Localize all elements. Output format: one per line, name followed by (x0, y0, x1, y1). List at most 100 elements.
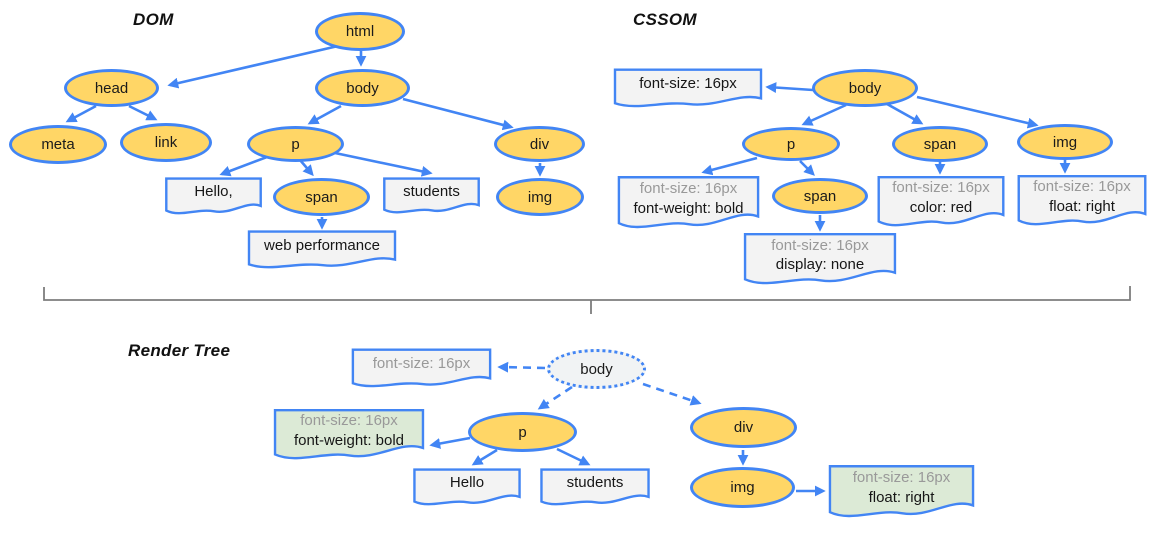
document-shape (743, 232, 897, 287)
note-line-1: font-size: 16px (771, 236, 869, 254)
cssom-node-span-child: span (772, 178, 868, 214)
note-line-1: web performance (264, 236, 380, 254)
node-label: div (529, 135, 550, 153)
note-line-2: font-weight: bold (293, 431, 405, 449)
note-text: students (540, 468, 650, 507)
node-label: img (1052, 133, 1078, 151)
node-label: img (730, 479, 755, 496)
node-label: p (291, 135, 300, 153)
cssom-node-span: span (892, 126, 988, 162)
cssom-node-img: img (1017, 124, 1113, 160)
node-label: link (154, 134, 178, 151)
note-line-2: display: none (775, 256, 865, 273)
node-label: span (923, 135, 957, 153)
node-label: body (346, 79, 379, 97)
note-text: font-size: 16px display: none (743, 232, 897, 287)
cssom-note-img-rule: font-size: 16px float: right (1017, 174, 1147, 228)
note-line-1: font-size: 16px (300, 412, 398, 429)
note-line-1: Hello, (194, 183, 233, 201)
render-note-body-rule: font-size: 16px (351, 348, 492, 389)
render-node-body: body (547, 349, 646, 389)
render-note-hello: Hello (413, 468, 521, 507)
dom-node-body: body (315, 69, 410, 107)
node-label: meta (41, 136, 75, 153)
document-shape (828, 464, 975, 520)
grouping-bracket (43, 286, 1131, 314)
cssom-note-body-rule: font-size: 16px (613, 68, 763, 109)
render-solid-edges (429, 436, 826, 497)
cssom-note-span-child-rule: font-size: 16px display: none (743, 232, 897, 287)
render-tree-title: Render Tree (128, 341, 231, 360)
node-label: span (803, 187, 837, 205)
note-text: font-size: 16px color: red (877, 175, 1005, 229)
node-label: body (580, 360, 613, 378)
note-line-1: font-size: 16px (892, 179, 990, 196)
render-note-p-rule: font-size: 16px font-weight: bold (273, 408, 425, 462)
node-label: p (518, 423, 527, 441)
note-text: font-size: 16px (351, 348, 492, 389)
document-shape (413, 468, 521, 507)
document-shape (540, 468, 650, 507)
dom-note-students: students (383, 177, 480, 215)
document-shape (617, 175, 760, 231)
render-node-p: p (468, 412, 577, 452)
note-line-1: font-size: 16px (639, 180, 738, 197)
cssom-title: CSSOM (633, 10, 697, 29)
dom-node-p: p (247, 126, 344, 162)
document-shape (877, 175, 1005, 229)
document-shape (351, 348, 492, 389)
note-text: font-size: 16px float: right (828, 464, 975, 520)
render-note-img-rule: font-size: 16px float: right (828, 464, 975, 520)
cssom-note-span-rule: font-size: 16px color: red (877, 175, 1005, 229)
dom-title: DOM (133, 10, 174, 29)
cssom-node-body: body (812, 69, 918, 107)
dom-node-span: span (273, 178, 370, 216)
document-shape (613, 68, 763, 109)
cssom-edges (701, 82, 1071, 232)
note-text: Hello (413, 468, 521, 507)
note-line-1: students (566, 474, 624, 492)
cssom-node-p: p (742, 127, 840, 161)
note-text: Hello, (165, 177, 262, 216)
note-line-1: students (403, 182, 460, 200)
document-shape (383, 177, 480, 215)
dom-node-div: div (494, 126, 585, 162)
note-line-2: font-weight: bold (633, 199, 744, 217)
note-text: web performance (247, 230, 397, 270)
note-text: font-size: 16px font-weight: bold (617, 175, 760, 231)
render-dashed-edges (497, 361, 702, 410)
node-label: body (848, 79, 882, 97)
note-line-1: font-size: 16px (852, 469, 951, 486)
dom-note-hello: Hello, (165, 177, 262, 216)
dom-edges (65, 44, 546, 230)
document-shape (1017, 174, 1147, 228)
dom-node-html: html (315, 12, 405, 51)
dom-node-img: img (496, 178, 584, 216)
document-shape (165, 177, 262, 216)
document-shape (273, 408, 425, 462)
dom-note-web-performance: web performance (247, 230, 397, 270)
node-label: head (94, 79, 129, 97)
note-line-2: float: right (868, 488, 935, 506)
node-label: div (733, 419, 754, 436)
node-label: img (527, 188, 553, 206)
node-label: span (305, 188, 338, 206)
note-text: students (383, 177, 480, 215)
node-label: html (345, 23, 375, 40)
dom-node-head: head (64, 69, 159, 107)
document-shape (247, 230, 397, 270)
node-label: p (786, 135, 796, 153)
note-line-1: font-size: 16px (1033, 178, 1131, 195)
render-node-img: img (690, 467, 795, 508)
note-text: font-size: 16px (613, 68, 763, 109)
cssom-note-p-rule: font-size: 16px font-weight: bold (617, 175, 760, 231)
note-text: font-size: 16px float: right (1017, 174, 1147, 228)
note-line-2: color: red (909, 198, 973, 216)
note-text: font-size: 16px font-weight: bold (273, 408, 425, 462)
note-line-1: font-size: 16px (639, 75, 737, 93)
render-node-div: div (690, 407, 797, 448)
dom-node-meta: meta (9, 125, 107, 164)
note-line-2: float: right (1049, 197, 1115, 215)
